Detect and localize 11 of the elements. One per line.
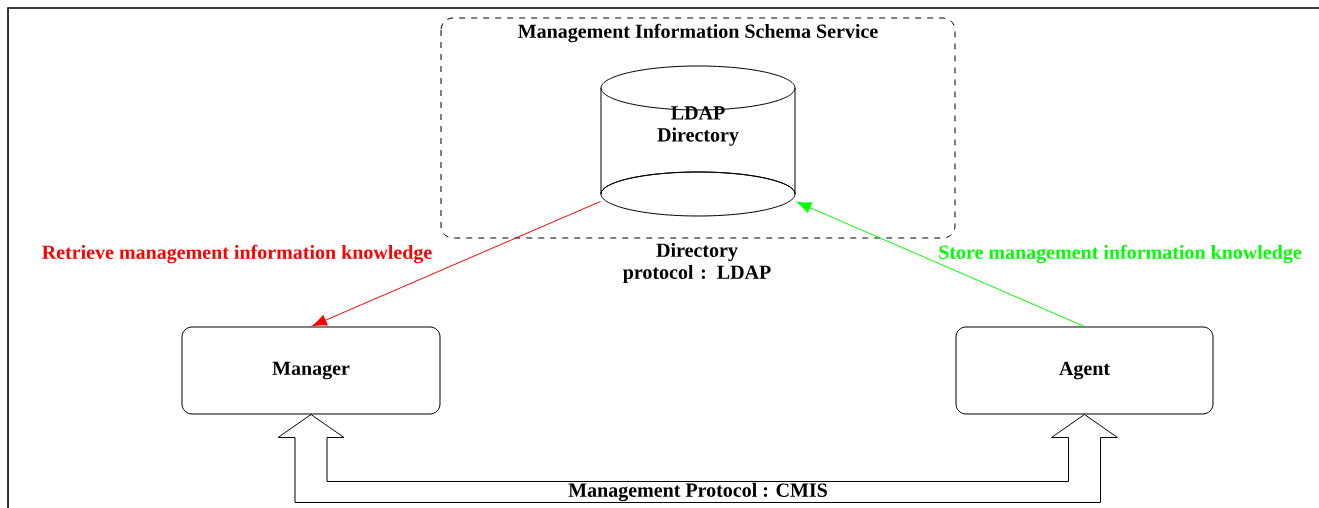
process-box: Agent — [955, 326, 1214, 415]
process-box: Manager — [181, 326, 441, 415]
node-label: Directory — [657, 127, 739, 146]
edge-label: Store management information knowledge — [939, 244, 1302, 264]
double-arrow — [277, 414, 1118, 503]
arrow — [312, 200, 602, 327]
protocol-label: Directory protocol : LDAP — [623, 242, 771, 284]
database-cylinder: LDAP Directory — [600, 65, 796, 217]
arrow — [796, 201, 1085, 327]
edge-label: Management Protocol : CMIS — [568, 482, 827, 502]
edge-label: Retrieve management information knowledge — [42, 244, 432, 264]
